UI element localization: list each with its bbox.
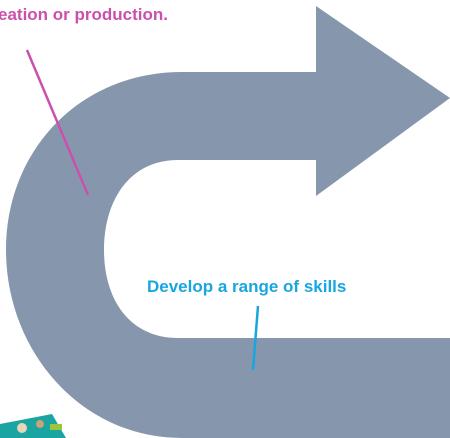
- u-turn-arrow-icon: [6, 6, 450, 438]
- pink-connector-line: [25, 49, 90, 196]
- photo-thumbnail: [0, 414, 66, 438]
- blue-connector-line: [251, 305, 260, 371]
- top-left-label: eation or production.: [0, 5, 168, 24]
- develop-skills-label: Develop a range of skills: [147, 277, 346, 296]
